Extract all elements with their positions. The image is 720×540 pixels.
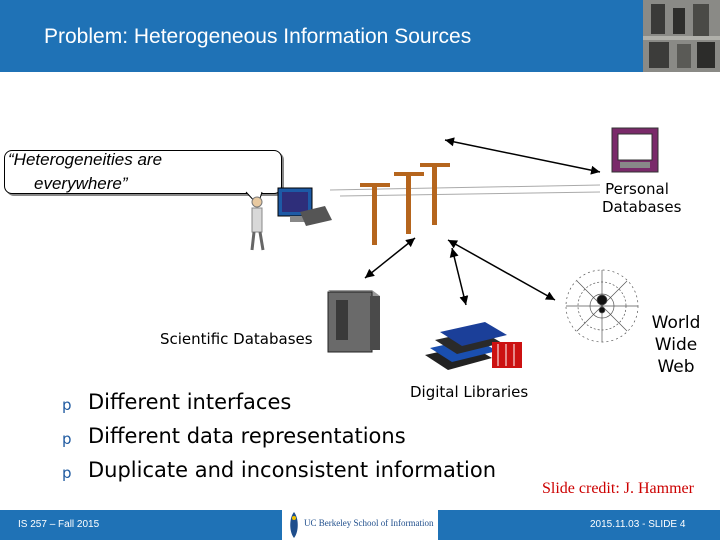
personal-computer-icon bbox=[611, 127, 659, 173]
www-label-line1: World bbox=[651, 313, 701, 333]
personal-label-line1: Personal bbox=[605, 180, 669, 198]
personal-databases-label: Personal Databases bbox=[602, 180, 682, 216]
course-label: IS 257 – Fall 2015 bbox=[18, 519, 100, 530]
desktop-computer-icon bbox=[277, 187, 332, 226]
school-logo: UC Berkeley School of Information bbox=[282, 510, 438, 540]
www-label-line2: Wide bbox=[654, 335, 698, 355]
logo-text: UC Berkeley School of Information bbox=[304, 518, 434, 528]
bullet-text: Different interfaces bbox=[88, 390, 292, 414]
spider-web-icon bbox=[565, 269, 639, 343]
world-wide-web-label: World Wide Web bbox=[648, 312, 704, 378]
arrow-to-personal bbox=[444, 137, 601, 175]
bullet-text: Duplicate and inconsistent information bbox=[88, 458, 497, 482]
speech-bubble bbox=[4, 150, 282, 194]
bullet-marker: p bbox=[62, 464, 72, 482]
bullet-marker: p bbox=[62, 430, 72, 448]
digital-libraries-label: Digital Libraries bbox=[410, 383, 529, 401]
server-tower-icon bbox=[327, 290, 380, 353]
www-label-line3: Web bbox=[657, 357, 695, 377]
slide-number: 2015.11.03 - SLIDE 4 bbox=[590, 519, 686, 530]
books-icon bbox=[425, 322, 522, 370]
slide-credit: Slide credit: J. Hammer bbox=[542, 480, 694, 497]
building-photo bbox=[643, 0, 720, 72]
bullet-text: Different data representations bbox=[88, 424, 406, 448]
slide-title: Problem: Heterogeneous Information Sourc… bbox=[44, 25, 472, 48]
title-bar: Problem: Heterogeneous Information Sourc… bbox=[0, 0, 720, 72]
callout-text-line1: “Heterogeneities are bbox=[8, 150, 163, 169]
arrow-to-web bbox=[447, 239, 556, 301]
arrow-to-digital bbox=[449, 247, 469, 306]
bullet-marker: p bbox=[62, 396, 72, 414]
logo-emblem-icon bbox=[290, 512, 298, 538]
person-icon bbox=[250, 196, 265, 251]
telephone-poles-icon bbox=[329, 163, 601, 245]
personal-label-line2: Databases bbox=[602, 198, 682, 216]
scientific-databases-label: Scientific Databases bbox=[160, 330, 313, 348]
callout-text-line2: everywhere” bbox=[34, 174, 128, 193]
arrow-to-scientific bbox=[364, 237, 416, 279]
